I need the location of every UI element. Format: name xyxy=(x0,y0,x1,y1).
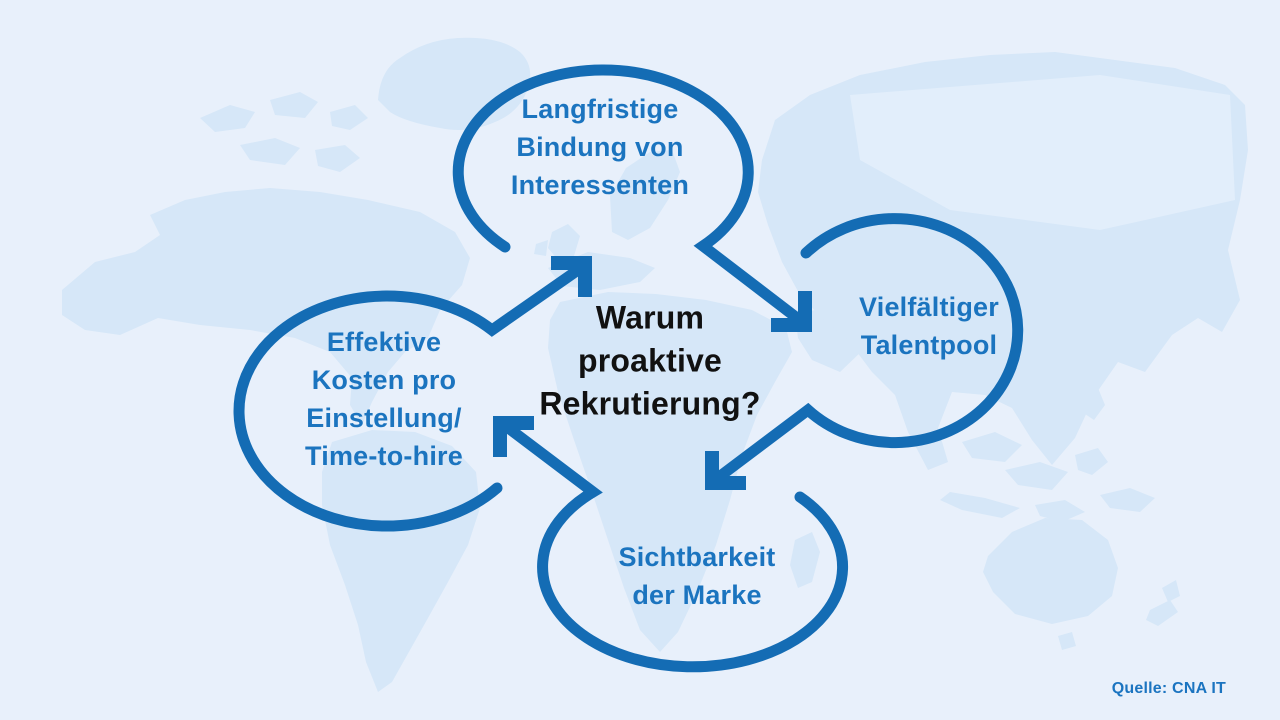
map-europe xyxy=(534,150,680,290)
center-question: Warum proaktive Rekrutierung? xyxy=(539,299,761,422)
arrow-head-bottom-to-left-icon xyxy=(493,416,534,457)
node-label-bottom: Sichtbarkeit der Marke xyxy=(618,542,776,610)
node-label-top: Langfristige Bindung von Interessenten xyxy=(510,94,690,200)
node-ring-bottom xyxy=(501,421,849,673)
node-label-left: Effektive Kosten pro Einstellung/ Time-t… xyxy=(305,327,463,471)
node-label-right: Vielfältiger Talentpool xyxy=(859,292,999,360)
recruiting-cycle xyxy=(233,64,1024,673)
node-ring-right xyxy=(713,213,1024,483)
map-arctic-islands xyxy=(200,92,368,172)
map-africa xyxy=(548,292,820,652)
map-australia xyxy=(983,518,1180,650)
map-japan xyxy=(1184,215,1222,278)
node-ring-left xyxy=(233,264,584,532)
map-southeast-asia-islands xyxy=(940,388,1155,522)
map-siberia-highlight xyxy=(850,75,1235,230)
source-credit: Quelle: CNA IT xyxy=(1111,680,1226,697)
arrow-head-right-to-bottom-icon xyxy=(705,451,746,490)
world-map-background xyxy=(62,37,1248,692)
map-north-america xyxy=(62,188,470,425)
arrow-head-left-to-top-icon xyxy=(551,256,592,297)
map-south-america xyxy=(322,430,480,692)
arrow-head-top-to-right-icon xyxy=(771,291,812,332)
node-ring-top xyxy=(452,64,803,324)
